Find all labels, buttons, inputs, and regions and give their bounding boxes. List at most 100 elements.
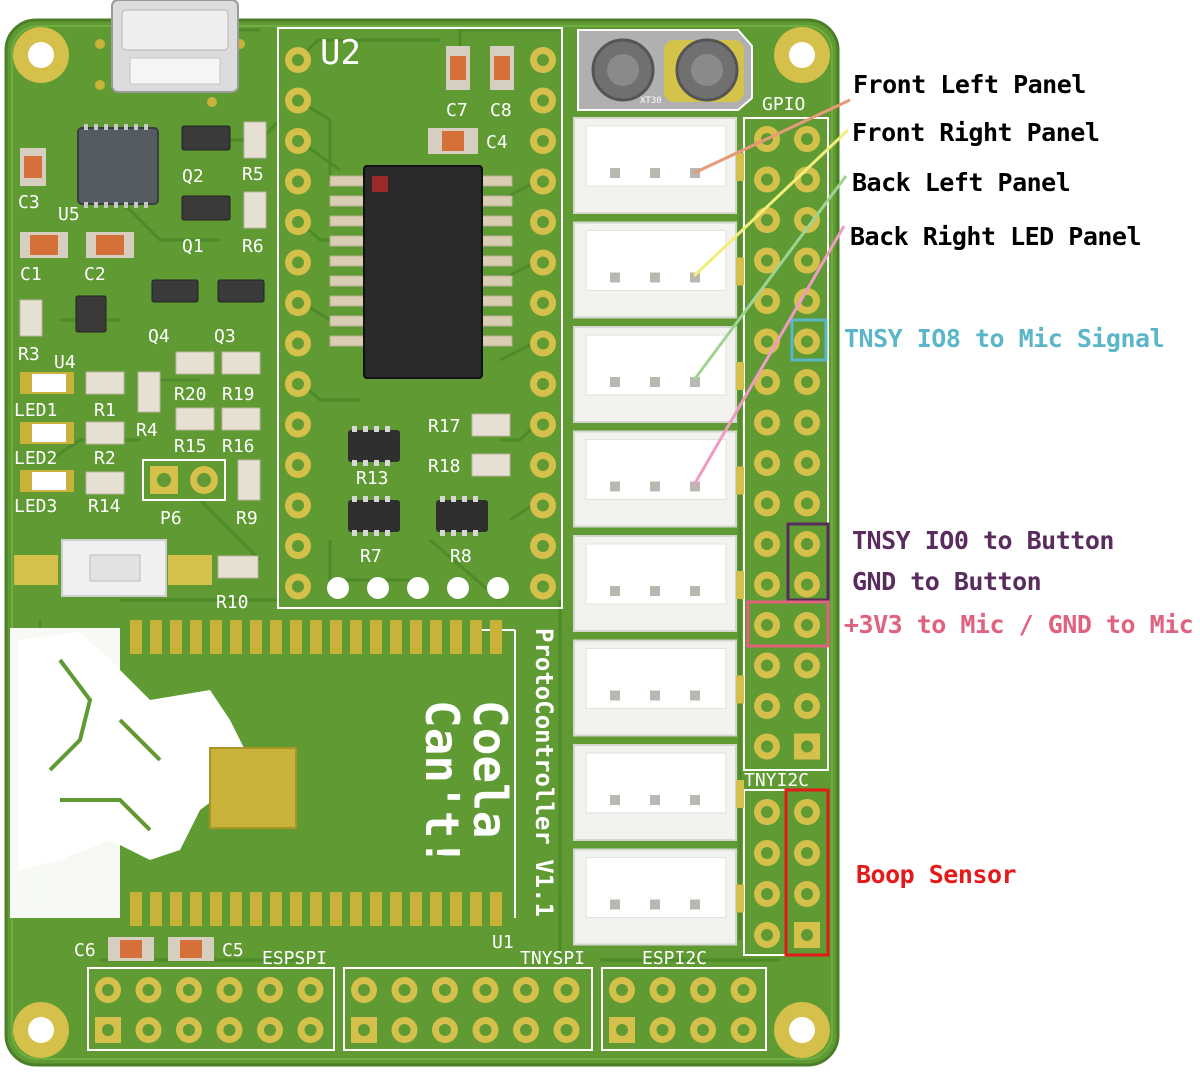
usb-connector [111, 0, 239, 93]
label-u4: U4 [54, 352, 76, 373]
vent-holes [327, 577, 509, 599]
jst-connector [573, 639, 744, 737]
label-u5: U5 [58, 204, 80, 225]
label-q1: Q1 [182, 236, 204, 257]
header-pin [285, 492, 311, 519]
header-pin [754, 288, 780, 314]
header-pin [754, 571, 780, 598]
header-pin [216, 1017, 243, 1043]
header-pin [530, 87, 556, 114]
header-pin [391, 977, 418, 1003]
header-pin [794, 247, 820, 274]
annotation-boop-sensor: Boop Sensor [856, 860, 1017, 889]
annotation-boxes [746, 318, 830, 957]
header-pin [690, 1017, 716, 1043]
header-pin [135, 977, 162, 1003]
header-pin [285, 533, 311, 559]
header-pin [794, 881, 820, 907]
label-espspi: ESPSPI [262, 948, 327, 969]
resistor-arrays [348, 426, 488, 536]
label-r16: R16 [222, 436, 255, 457]
header-pin [530, 533, 556, 559]
header-pin [530, 330, 556, 357]
header-pin [285, 47, 311, 73]
header-pin [257, 977, 283, 1003]
label-u2: U2 [320, 33, 361, 73]
header-pin [754, 612, 780, 638]
esp-module-u1 [10, 620, 502, 926]
xt30-connector: XT30 [577, 29, 753, 111]
driver-ic-u2 [329, 165, 513, 379]
header-pin [285, 290, 311, 316]
header-pin [794, 490, 820, 517]
header-pin [257, 1017, 283, 1043]
header-pin [297, 977, 324, 1003]
label-c7: C7 [446, 100, 468, 121]
header-pin [609, 977, 635, 1003]
status-leds [20, 372, 74, 492]
label-r19: R19 [222, 384, 255, 405]
header-pin [794, 922, 820, 948]
header-pin [530, 411, 556, 438]
jst-connector [573, 744, 744, 841]
header-pin [754, 799, 780, 825]
header-pin [794, 693, 820, 719]
label-c5: C5 [222, 940, 244, 961]
header-pin [285, 573, 311, 600]
header-pin [754, 409, 780, 436]
label-r20: R20 [174, 384, 207, 405]
label-r17: R17 [428, 416, 461, 437]
label-led1: LED1 [14, 400, 57, 421]
header-pin [530, 573, 556, 600]
label-c1: C1 [20, 264, 42, 285]
mcu-u5 [77, 124, 159, 208]
header-pin [794, 409, 820, 436]
annotation-mic-signal: TNSY IO8 to Mic Signal [844, 324, 1165, 353]
header-pin [794, 126, 820, 152]
header-pin [649, 1017, 676, 1043]
header-pin [285, 371, 311, 397]
label-r3: R3 [18, 344, 40, 365]
header-pin [432, 977, 458, 1003]
label-c4: C4 [486, 132, 508, 153]
label-tnyi2c: TNYI2C [744, 770, 809, 791]
jst-connector [573, 430, 744, 528]
label-gpio: GPIO [762, 94, 805, 115]
header-pin [95, 1017, 121, 1043]
header-pin [530, 371, 556, 397]
header-pin [513, 977, 539, 1003]
header-pin [432, 1017, 458, 1043]
label-c6: C6 [74, 940, 96, 961]
mic-signal-box [790, 318, 828, 362]
xt30-label: XT30 [640, 96, 662, 106]
header-pin [391, 1017, 418, 1043]
annotation-front-right: Front Right Panel [852, 118, 1100, 147]
jst-connectors [573, 117, 744, 946]
label-u1: U1 [492, 932, 514, 953]
header-pin [285, 411, 311, 438]
label-p6: P6 [160, 508, 182, 529]
label-r2: R2 [94, 448, 116, 469]
jst-connector [573, 117, 744, 214]
header-pin [530, 168, 556, 195]
header-pin [95, 977, 121, 1003]
mounting-holes [13, 27, 830, 1058]
header-pin [754, 247, 780, 274]
header-pin [794, 652, 820, 679]
header-pin [609, 1017, 635, 1043]
header-pin [176, 1017, 202, 1043]
header-pin [285, 87, 311, 114]
header-pin [285, 330, 311, 357]
header-pin [530, 47, 556, 73]
header-pin [530, 249, 556, 276]
header-pin [176, 977, 202, 1003]
mic-power-box [746, 600, 830, 648]
annotation-button-signal: TNSY IO0 to Button [852, 526, 1114, 555]
header-pin [530, 209, 556, 235]
annotation-mic-power: +3V3 to Mic / GND to Mic [844, 610, 1194, 639]
header-pin [754, 652, 780, 679]
leader-front-right [692, 128, 850, 278]
header-pin [754, 922, 780, 948]
